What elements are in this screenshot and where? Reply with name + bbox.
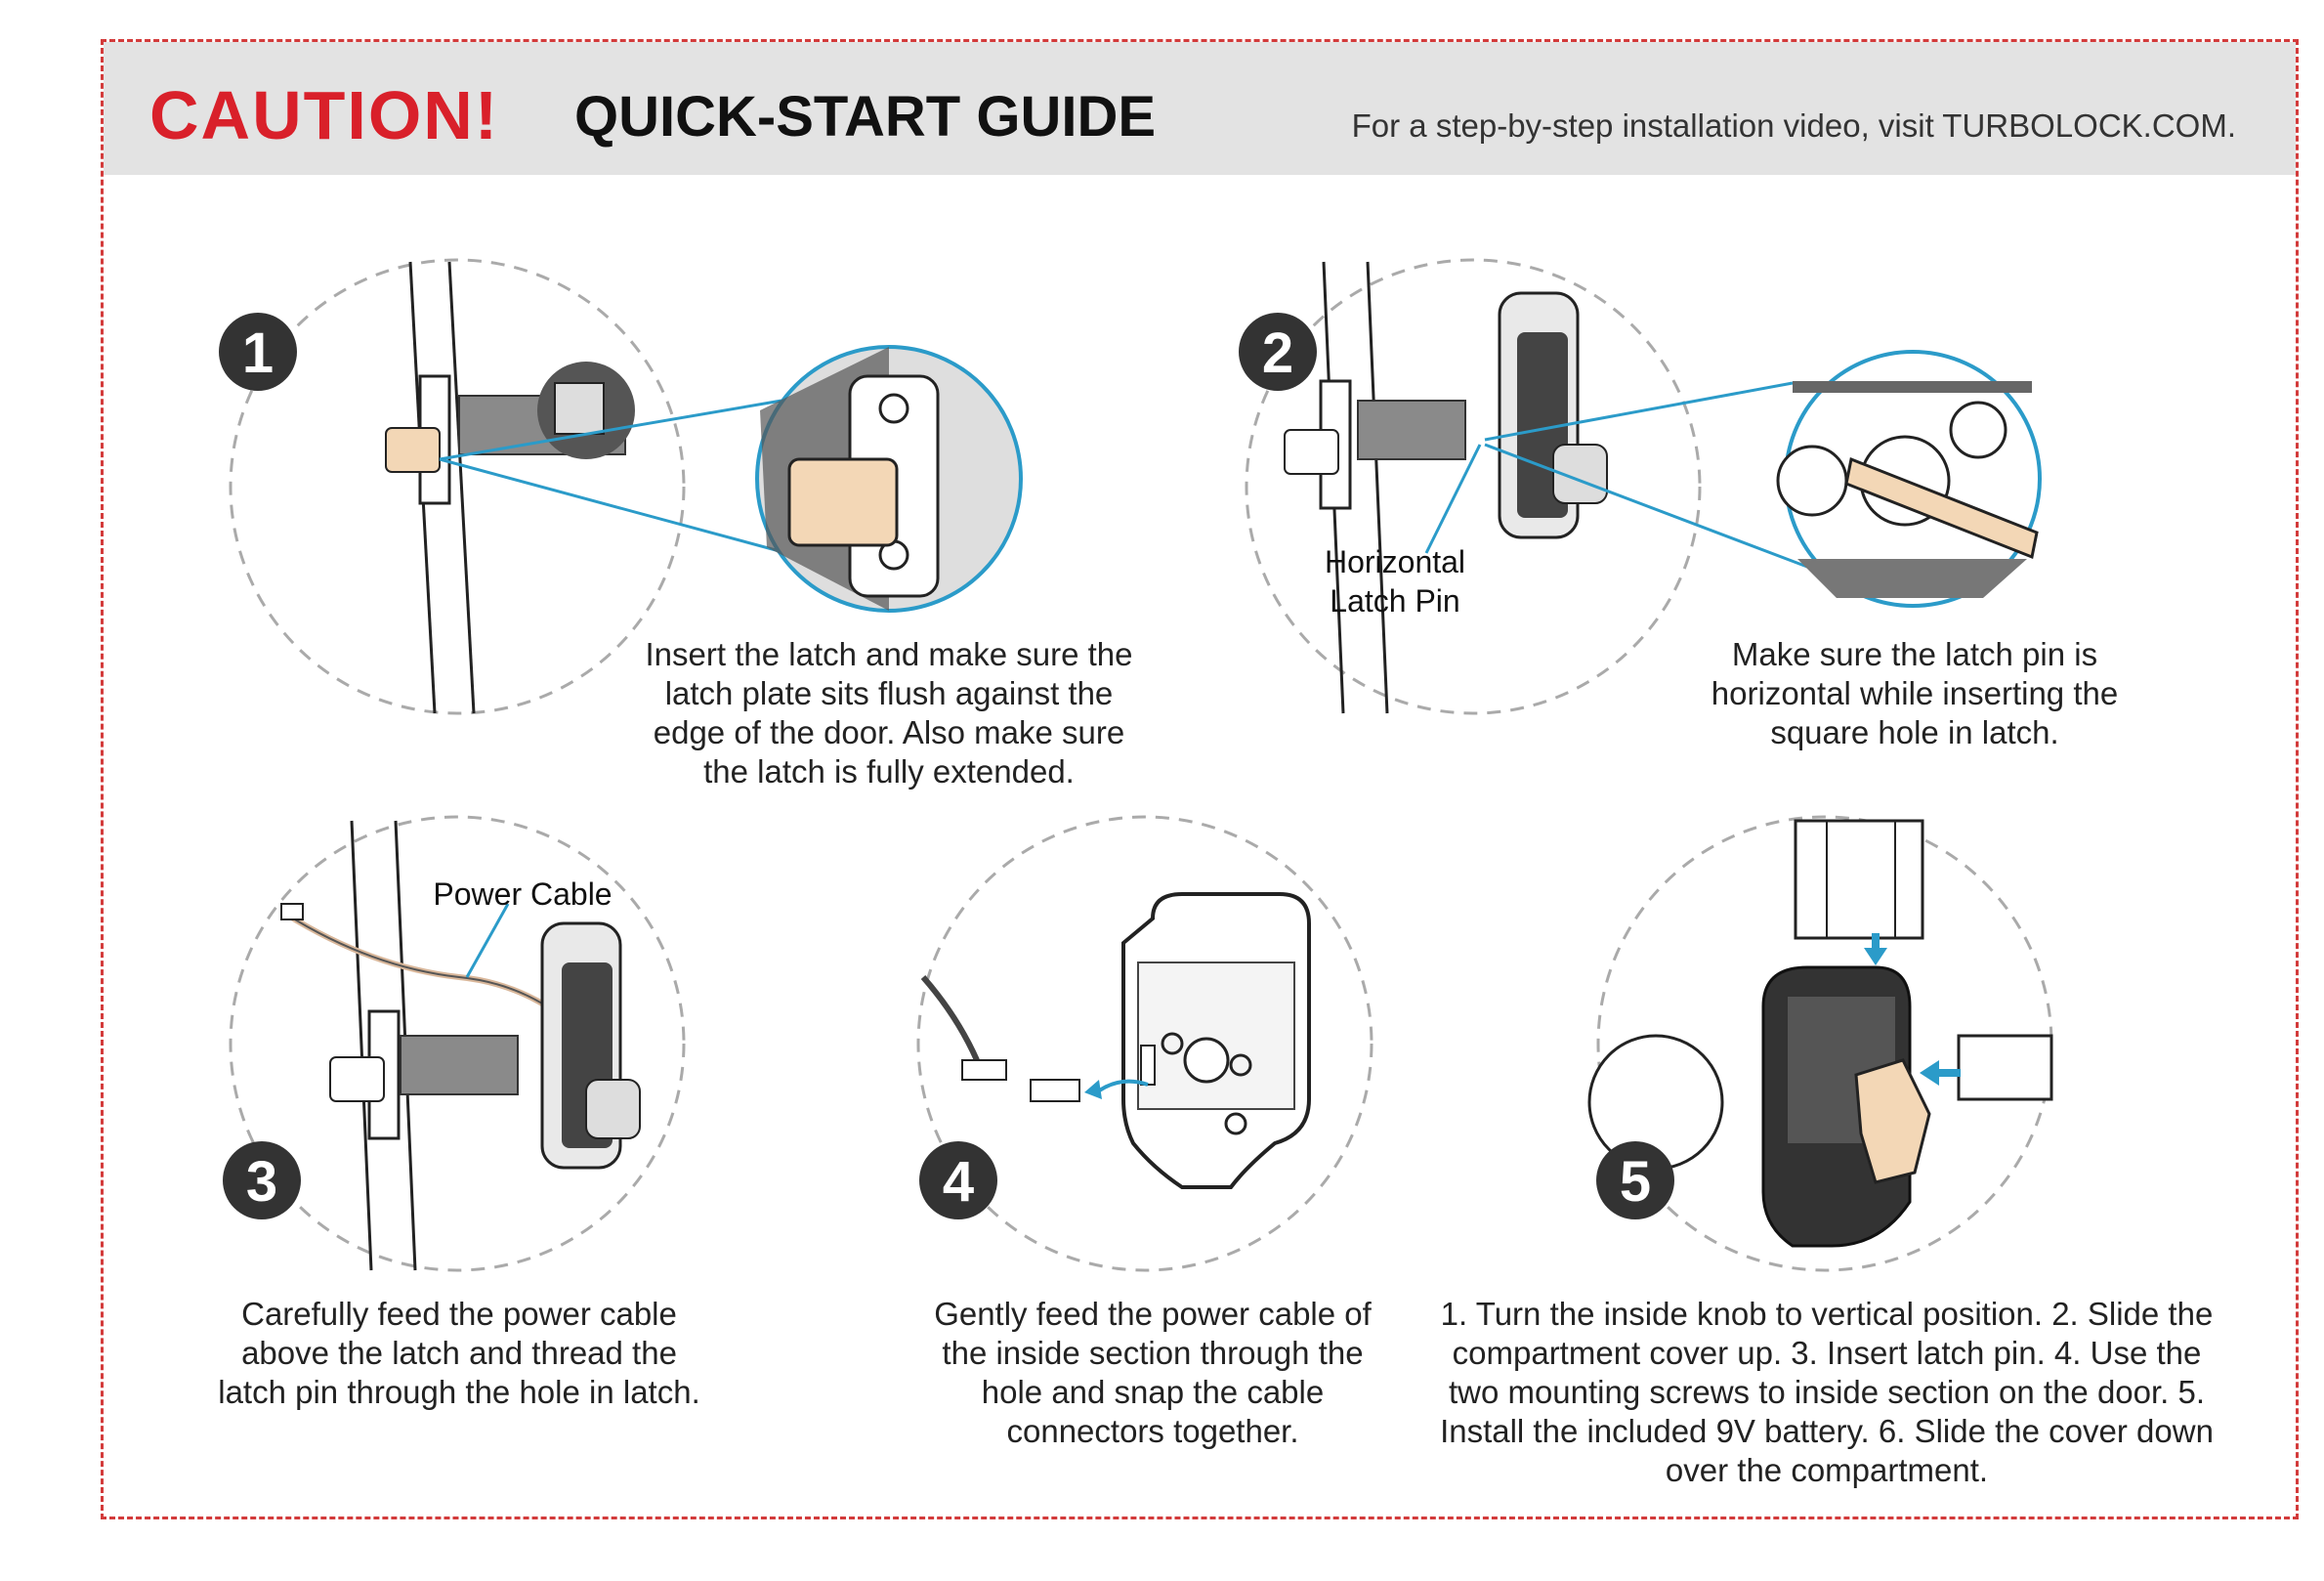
step-2-badge bbox=[1239, 313, 1317, 391]
horizontal-latch-pin-label: Horizontal Latch Pin bbox=[1324, 544, 1466, 619]
step-4-illustration: 4 bbox=[916, 815, 1373, 1272]
caution-heading: CAUTION! bbox=[149, 77, 500, 153]
video-link-text: For a step-by-step installation video, v… bbox=[1351, 107, 2236, 144]
step-5-caption: 1. Turn the inside knob to vertical posi… bbox=[1440, 1296, 2214, 1488]
header-bar bbox=[104, 42, 2296, 175]
step-5-badge bbox=[1596, 1141, 1674, 1219]
step-3-illustration: 3 bbox=[223, 815, 686, 1272]
step-1-caption: Insert the latch and make sure the latch… bbox=[645, 636, 1133, 790]
step-4-number: 4 bbox=[943, 1150, 974, 1214]
step-1-number: 1 bbox=[242, 321, 274, 385]
step-3-badge bbox=[223, 1141, 301, 1219]
page-title: QUICK-START GUIDE bbox=[574, 85, 1157, 149]
power-cable-label: Power Cable bbox=[433, 876, 613, 912]
step-5-illustration: 5 bbox=[1587, 815, 2053, 1272]
step-4-caption: Gently feed the power cable of the insid… bbox=[934, 1296, 1372, 1449]
step-5-number: 5 bbox=[1620, 1150, 1651, 1214]
step-1-illustration: 1 bbox=[219, 258, 1023, 715]
step-1-badge bbox=[219, 313, 297, 391]
step-2-illustration: 2 bbox=[1239, 258, 2042, 715]
step-4-badge bbox=[919, 1141, 997, 1219]
dashed-border bbox=[101, 39, 2299, 1519]
step-3-number: 3 bbox=[246, 1150, 277, 1214]
step-2-caption: Make sure the latch pin is horizontal wh… bbox=[1711, 636, 2119, 750]
step-3-caption: Carefully feed the power cable above the… bbox=[218, 1296, 700, 1410]
step-2-number: 2 bbox=[1262, 321, 1293, 385]
